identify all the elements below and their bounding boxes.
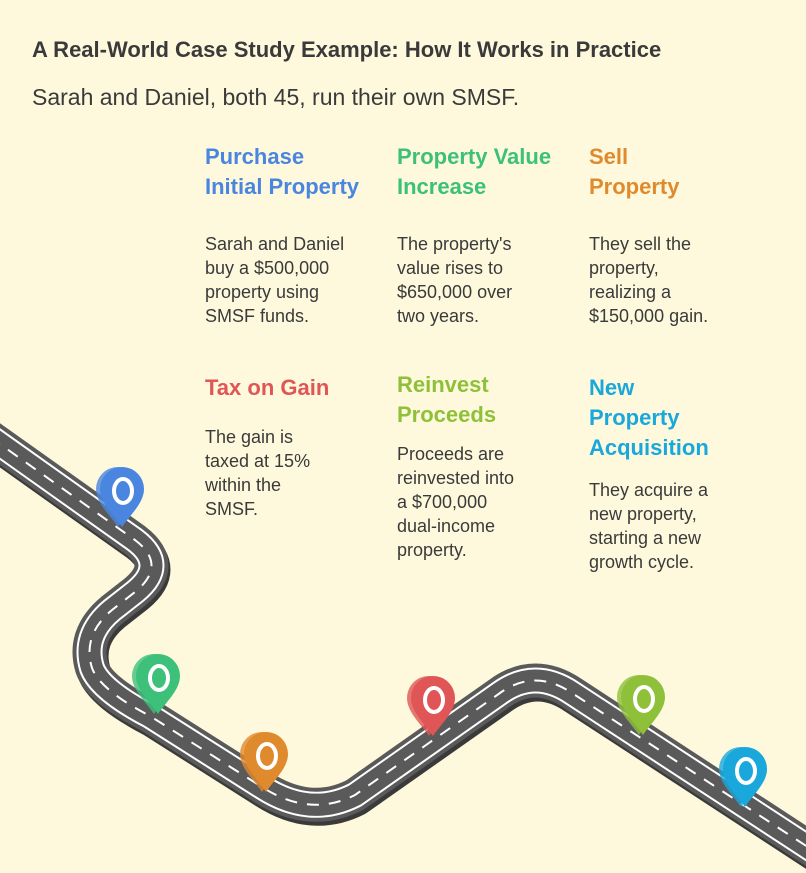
step-desc-line: property, [589, 258, 659, 278]
step-desc-line: They acquire a [589, 480, 709, 500]
step-desc-line: Proceeds are [397, 444, 505, 464]
step-title: Reinvest Proceeds [397, 370, 587, 430]
step-desc-line: realizing a [589, 282, 672, 302]
step-desc-line: They sell the [589, 234, 692, 254]
road-center-dashes [0, 442, 806, 848]
step-description: They acquire a new property, starting a … [589, 478, 769, 574]
step-desc-line: property. [397, 540, 467, 560]
step-title-line: Property Value [397, 144, 552, 169]
step-title: Purchase Initial Property [205, 142, 395, 202]
step-desc-line: new property, [589, 504, 697, 524]
step-title: Property Value Increase [397, 142, 587, 202]
location-pin-icon [719, 747, 767, 807]
pin-ring [633, 685, 655, 713]
pin-body [411, 676, 455, 736]
step-description: Sarah and Daniel buy a $500,000 property… [205, 232, 355, 328]
step-description: They sell the property, realizing a $150… [589, 232, 769, 328]
pin-body [621, 675, 665, 735]
step-purchase-initial-property: Purchase Initial Property Sarah and Dani… [205, 142, 395, 326]
step-tax-on-gain: Tax on Gain The gain is taxed at 15% wit… [205, 373, 395, 519]
step-desc-line: SMSF funds. [205, 306, 310, 326]
location-pin-icon [132, 654, 180, 714]
pin-ring [112, 477, 134, 505]
step-title-line: Purchase [205, 144, 305, 169]
step-description: The gain is taxed at 15% within the SMSF… [205, 425, 355, 521]
step-desc-line: value rises to [397, 258, 504, 278]
location-pin-icon [617, 675, 665, 735]
step-title-line: New [589, 375, 635, 400]
step-desc-line: SMSF. [205, 499, 259, 519]
pin-ring [256, 742, 278, 770]
step-desc-line: growth cycle. [589, 552, 695, 572]
step-desc-line: $650,000 over [397, 282, 513, 302]
step-desc-line: Sarah and Daniel [205, 234, 345, 254]
step-desc-line: taxed at 15% [205, 451, 311, 471]
pin-ring [735, 757, 757, 785]
step-title: Tax on Gain [205, 373, 395, 403]
step-description: The property's value rises to $650,000 o… [397, 232, 547, 328]
step-desc-line: buy a $500,000 [205, 258, 330, 278]
step-desc-line: property using [205, 282, 320, 302]
step-title-line: Sell [589, 144, 629, 169]
step-desc-line: The property's [397, 234, 512, 254]
pin-body [136, 654, 180, 714]
step-title-line: Reinvest [397, 372, 489, 397]
step-description: Proceeds are reinvested into a $700,000 … [397, 442, 547, 562]
step-title-line: Acquisition [589, 435, 709, 460]
pin-ring [423, 686, 445, 714]
page-title: A Real-World Case Study Example: How It … [32, 37, 662, 62]
step-desc-line: a $700,000 [397, 492, 488, 512]
pin-ring [148, 664, 170, 692]
step-desc-line: The gain is [205, 427, 294, 447]
step-reinvest-proceeds: Reinvest Proceeds Proceeds are reinveste… [397, 370, 587, 560]
step-title-line: Property [589, 174, 680, 199]
location-pin-icon [240, 732, 288, 792]
step-new-property-acquisition: New Property Acquisition They acquire a … [589, 373, 789, 572]
step-title-line: Initial Property [205, 174, 360, 199]
step-title-line: Proceeds [397, 402, 497, 427]
pin-body [244, 732, 288, 792]
step-desc-line: within the [205, 475, 282, 495]
step-title-line: Tax on Gain [205, 375, 330, 400]
step-desc-line: reinvested into [397, 468, 515, 488]
pin-body [100, 467, 144, 527]
pin-body [723, 747, 767, 807]
page-subtitle: Sarah and Daniel, both 45, run their own… [32, 84, 520, 110]
location-pin-icon [96, 467, 144, 527]
step-title-line: Property [589, 405, 680, 430]
step-desc-line: $150,000 gain. [589, 306, 709, 326]
step-title-line: Increase [397, 174, 487, 199]
step-sell-property: Sell Property They sell the property, re… [589, 142, 789, 326]
step-property-value-increase: Property Value Increase The property's v… [397, 142, 587, 326]
location-pin-icon [407, 676, 455, 736]
markers-layer [96, 467, 767, 807]
step-title: New Property Acquisition [589, 373, 789, 463]
step-desc-line: two years. [397, 306, 480, 326]
step-desc-line: starting a new [589, 528, 702, 548]
step-desc-line: dual-income [397, 516, 496, 536]
step-title: Sell Property [589, 142, 789, 202]
